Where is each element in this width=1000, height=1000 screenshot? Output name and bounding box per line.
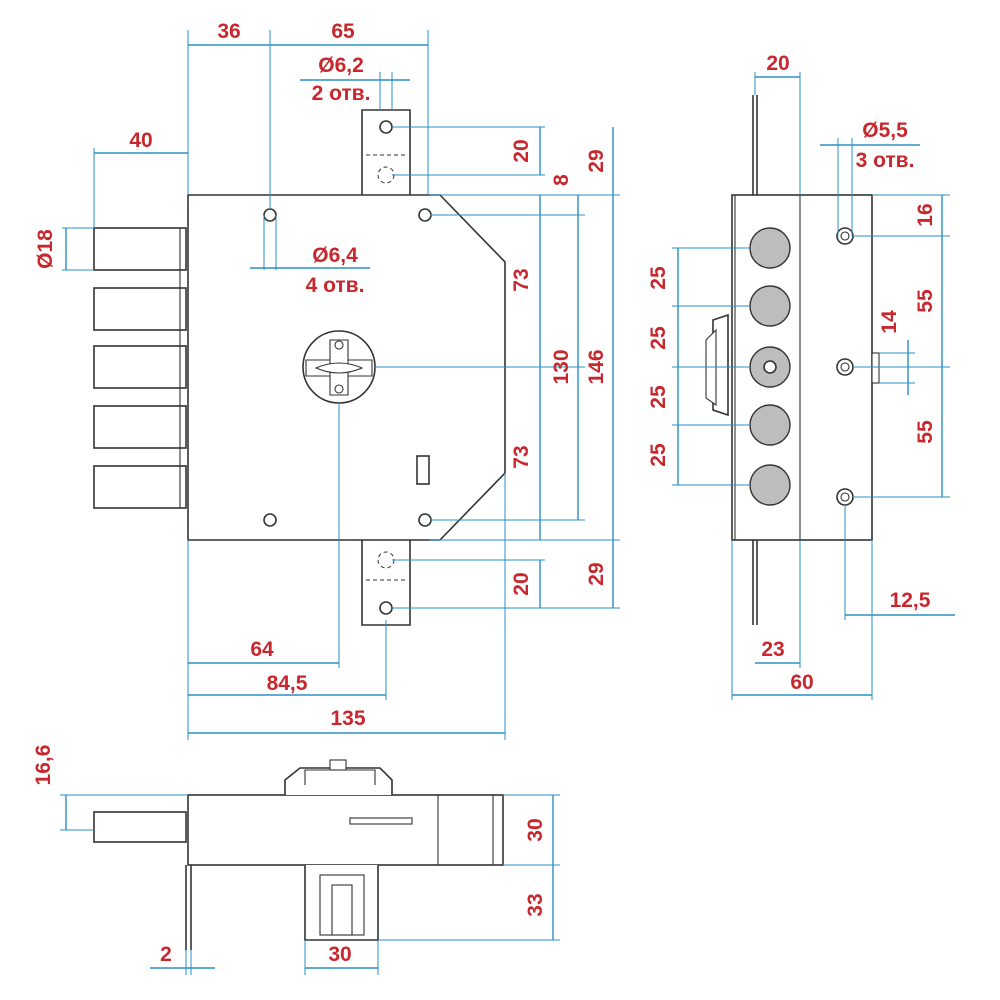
side-dim-12-5: 12,5: [890, 589, 931, 612]
dim-hole64-count: 4 отв.: [306, 274, 365, 297]
dim-36: 36: [217, 20, 240, 43]
mount-hole: [418, 208, 432, 222]
side-pitch-1: 25: [647, 266, 670, 290]
side-dim-55-top: 55: [914, 289, 937, 313]
side-dim-14: 14: [878, 310, 901, 334]
bolt-end-2: [749, 285, 791, 327]
dim-73-top: 73: [510, 268, 533, 291]
bolt-4: [93, 405, 187, 449]
dim-65: 65: [331, 20, 355, 43]
bolt-end-5: [749, 464, 791, 506]
dim-130: 130: [550, 349, 573, 384]
side-dimensions: 20 Ø5,5 3 отв. 16 55 14 55 25 25 25 25: [647, 52, 955, 700]
dim-hole64-dia: Ø6,4: [312, 244, 358, 267]
side-dim-23: 23: [761, 638, 784, 661]
side-pitch-4: 25: [647, 443, 670, 467]
bottom-dim-16-6: 16,6: [32, 745, 55, 786]
dim-20-top: 20: [510, 139, 533, 162]
side-pitch-2: 25: [647, 326, 670, 350]
bolt-end-4: [749, 404, 791, 446]
dim-40: 40: [129, 129, 152, 152]
front-dimensions: 36 65 Ø6,2 2 отв. 40 Ø18 Ø6,4 4 отв.: [34, 20, 620, 740]
side-view: [705, 95, 880, 625]
dim-29-top: 29: [585, 149, 608, 172]
bolt-1: [93, 227, 187, 271]
front-bolts: [93, 227, 187, 509]
bottom-bolt: [93, 811, 187, 843]
bottom-view: [93, 759, 504, 950]
side-hole55-count: 3 отв.: [856, 149, 915, 172]
side-dim-55-bottom: 55: [914, 420, 937, 444]
dim-hole62-dia: Ø6,2: [318, 54, 364, 77]
bolt-2: [93, 287, 187, 331]
mount-hole: [263, 208, 277, 222]
dim-hole62-count: 2 отв.: [312, 82, 371, 105]
dim-64: 64: [250, 638, 274, 661]
side-dim-16: 16: [914, 203, 937, 226]
bolt-5: [93, 465, 187, 509]
side-hole55-dia: Ø5,5: [862, 119, 908, 142]
side-dim-60: 60: [790, 671, 813, 694]
mount-hole: [263, 513, 277, 527]
side-pitch-3: 25: [647, 385, 670, 409]
dim-8: 8: [550, 174, 573, 186]
bottom-dimensions: 16,6 30 33 2 30: [32, 745, 560, 975]
tab-hole: [379, 120, 393, 134]
dim-84-5: 84,5: [267, 672, 308, 695]
top-tab: [361, 109, 411, 195]
dim-135: 135: [330, 707, 365, 730]
key-cylinder: [302, 330, 376, 404]
side-dim-20: 20: [766, 52, 789, 75]
bolt-3: [93, 345, 187, 389]
dim-29-bottom: 29: [585, 562, 608, 585]
dim-bolt-dia: Ø18: [34, 229, 57, 269]
slot: [416, 455, 430, 485]
dim-20-bottom: 20: [510, 572, 533, 595]
bolt-end-1: [749, 227, 791, 269]
front-view: [93, 109, 506, 626]
bottom-dim-30-height: 30: [524, 818, 547, 841]
tab-hole: [379, 601, 393, 615]
bottom-dim-30-width: 30: [328, 943, 351, 966]
mount-hole: [418, 513, 432, 527]
dim-73-bottom: 73: [510, 445, 533, 468]
dim-146: 146: [585, 349, 608, 384]
bottom-body: [187, 794, 504, 866]
bottom-dim-2: 2: [160, 943, 172, 966]
bottom-dim-33: 33: [524, 893, 547, 916]
